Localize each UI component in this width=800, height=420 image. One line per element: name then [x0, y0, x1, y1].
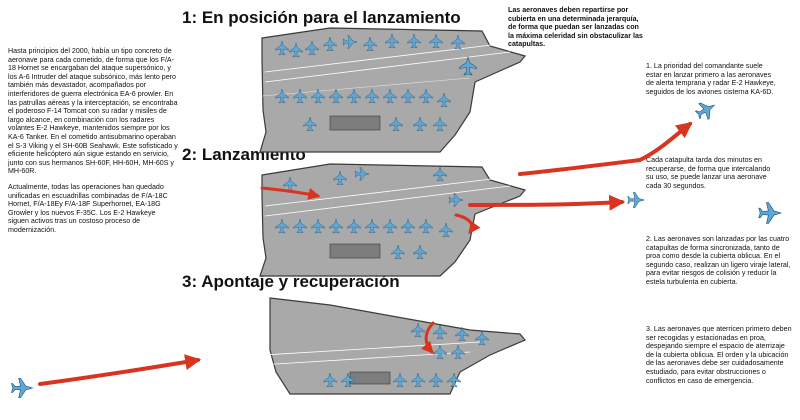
island-2	[329, 243, 381, 259]
note-1: 1. La prioridad del comandante suele est…	[646, 62, 776, 96]
carrier-deck-1	[259, 27, 527, 153]
step3-title: 3: Apontaje y recuperación	[182, 272, 400, 291]
current-paragraph: Actualmente, todas las operaciones han q…	[8, 183, 168, 234]
motion-arrows	[38, 122, 693, 386]
carrier-deck-2	[259, 163, 527, 277]
carrier-deck-3	[179, 297, 526, 395]
note-catapult: Cada catapulta tarda dos minutos en recu…	[646, 156, 771, 190]
note-2: 2. Las aeronaves son lanzadas por las cu…	[646, 235, 791, 286]
step1-title: 1: En posición para el lanzamiento	[182, 8, 461, 27]
island-1	[329, 115, 381, 131]
intro-note: Las aeronaves deben repartirse por cubie…	[508, 6, 643, 49]
history-paragraph: Hasta principios del 2000, había un tipo…	[8, 47, 178, 176]
island-3	[349, 371, 391, 385]
note-3: 3. Las aeronaves que aterricen primero d…	[646, 325, 792, 385]
